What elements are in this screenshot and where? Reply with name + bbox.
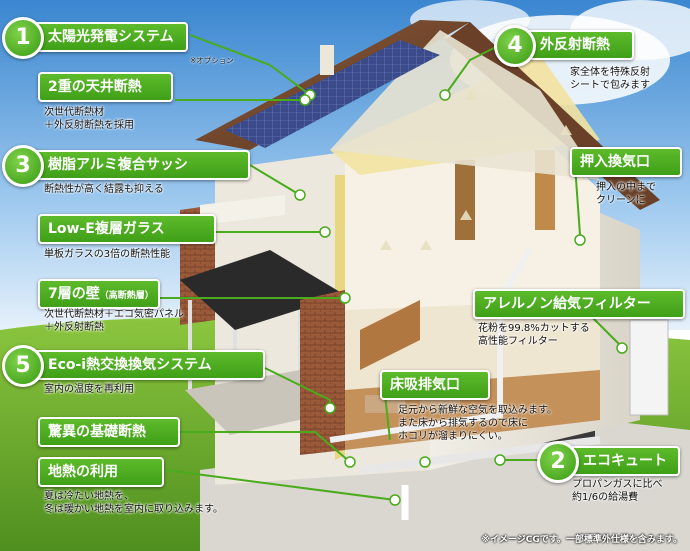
label-eco-cute-title: エコキュート [583, 453, 667, 469]
desc-eco-cute: プロパンガスに比べ 約1/6の給湯費 [572, 479, 663, 503]
label-eco-i-title: Eco-i熱交換換気システム [48, 357, 212, 373]
label-lowe-glass-title: Low-E複層ガラス [48, 221, 165, 237]
eco-cute-unit [629, 319, 669, 416]
label-solar-title: 太陽光発電システム [48, 29, 174, 45]
badge-eco-cute: 2 [537, 441, 579, 483]
label-closet-vent: 押入換気口 [570, 147, 682, 177]
label-resin-sash: 樹脂アルミ複合サッシ [10, 150, 250, 180]
desc-resin-sash: 断熱性が高く結露も抑える [44, 184, 164, 195]
label-lowe-glass: Low-E複層ガラス [38, 214, 216, 244]
desc-closet-vent: 押入の中まで クリーンに [596, 182, 656, 206]
label-floor-exhaust-title: 床吸排気口 [390, 377, 460, 393]
badge-solar: 1 [2, 17, 44, 59]
label-seven-layer-wall-title: 7層の壁 [48, 286, 100, 302]
leader-dots [294, 89, 628, 506]
chimney [320, 45, 334, 75]
staircase [360, 300, 420, 370]
desc-floor-exhaust: 足元から新鮮な空気を取込みます。 また床から排気するので床に ホコリが溜まりにく… [398, 405, 557, 442]
ventilation-duct [329, 248, 533, 443]
label-seven-layer-wall-suffix: （高断熱層） [99, 291, 154, 301]
desc-allergen-filter: 花粉を99.8%カットする 高性能フィルター [478, 323, 590, 347]
label-geothermal-title: 地熱の利用 [48, 464, 118, 480]
desc-geothermal: 夏は冷たい地熱を、 冬は暖かい地熱を室内に取り込みます。 [44, 491, 223, 515]
label-foundation-title: 驚異の基礎断熱 [48, 424, 146, 440]
label-closet-vent-title: 押入換気口 [580, 154, 650, 170]
label-allergen-filter: アレルノン給気フィルター [473, 289, 685, 319]
label-eco-i: Eco-i熱交換換気システム [10, 350, 265, 380]
roof-gable [330, 30, 600, 180]
solar-panel-array [225, 40, 440, 148]
badge-eco-i: 5 [2, 345, 44, 387]
interior-door [455, 160, 475, 240]
label-foundation: 驚異の基礎断熱 [38, 417, 180, 447]
desc-lowe-glass: 単板ガラスの3倍の断熱性能 [44, 249, 171, 260]
label-allergen-filter-title: アレルノン給気フィルター [483, 296, 651, 312]
label-double-ceiling: 2重の天井断熱 [38, 72, 173, 102]
desc-double-ceiling: 次世代断熱材 ＋外反射断熱を採用 [44, 107, 134, 131]
airflow-arrows [380, 90, 572, 330]
balcony [200, 195, 285, 225]
carport-roof [180, 250, 345, 330]
badge-outer-reflect: 4 [494, 25, 536, 67]
solar-option-note: ※オプション [190, 56, 234, 65]
badge-resin-sash: 3 [2, 145, 44, 187]
label-geothermal: 地熱の利用 [38, 457, 164, 487]
desc-outer-reflect: 家全体を特殊反射 シートで包みます [570, 67, 650, 91]
desc-eco-i: 室内の温度を再利用 [44, 384, 134, 395]
brick-wall [300, 290, 345, 455]
label-outer-reflect-title: 外反射断熱 [540, 37, 610, 53]
label-seven-layer-wall: 7層の壁（高断熱層） [38, 279, 160, 309]
label-floor-exhaust: 床吸排気口 [380, 370, 490, 400]
label-resin-sash-title: 樹脂アルミ複合サッシ [48, 157, 188, 173]
image-disclaimer: ※イメージCGです。一部標準外仕様を含みます。 [481, 535, 682, 545]
desc-seven-layer-wall: 次世代断熱材＋エコ気密パネル ＋外反射断熱 [44, 309, 184, 333]
label-double-ceiling-title: 2重の天井断熱 [48, 79, 142, 95]
